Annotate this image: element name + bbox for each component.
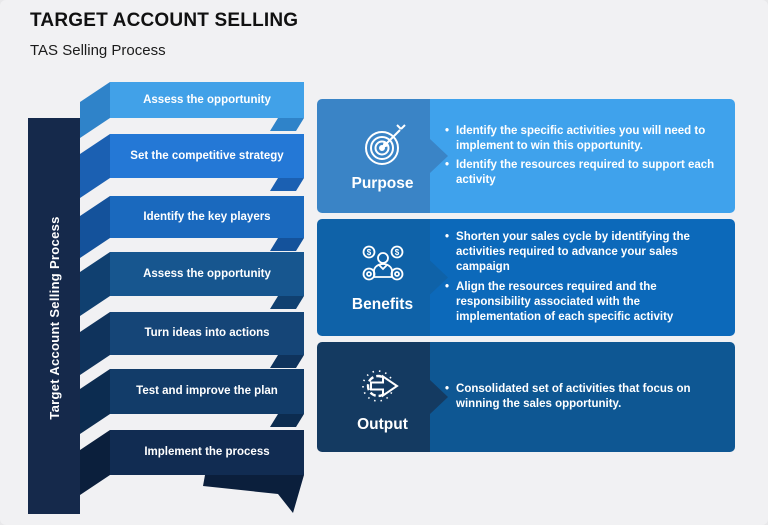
process-step-label: Assess the opportunity [143,93,271,106]
step-band [110,82,304,118]
bullet-text: Align the resources required and the res… [456,280,674,323]
step-left-fold [80,252,110,316]
bullet-text: Identify the specific activities you wil… [456,124,706,152]
step-band [110,196,304,238]
salesman-money-icon: $ $ [357,241,409,291]
svg-text:$: $ [394,248,399,257]
step-band [110,134,304,178]
step-right-fold [270,414,304,427]
process-step-label: Identify the key players [143,210,271,223]
step-right-fold [270,296,304,309]
bullet-item: Identify the resources required to suppo… [445,158,715,188]
bullet-item: Identify the specific activities you wil… [445,124,715,154]
bullet-item: Shorten your sales cycle by identifying … [445,230,715,276]
benefits-panel: Shorten your sales cycle by identifying … [317,219,735,336]
bullet-item: Consolidated set of activities that focu… [445,382,715,412]
step-tail [203,475,304,513]
bullet-text: Shorten your sales cycle by identifying … [456,230,690,274]
step-band [110,430,304,475]
step-right-fold [270,178,304,191]
gear-arrow-icon [357,361,409,411]
svg-text:$: $ [366,248,371,257]
step-left-fold [80,134,110,198]
step-right-fold [270,238,304,251]
step-band [110,252,304,296]
process-step-label: Turn ideas into actions [144,327,270,340]
benefits-label: Benefits [351,296,414,313]
bullet-text: Consolidated set of activities that focu… [456,382,691,410]
step-right-fold [270,118,304,131]
bullet-text: Identify the resources required to suppo… [456,159,715,187]
step-right-fold [270,355,304,368]
target-icon [357,120,409,170]
output-label-block: Output [317,342,448,452]
process-step-label: Implement the process [144,446,270,459]
step-left-fold [80,312,110,375]
output-panel: Consolidated set of activities that focu… [317,342,735,452]
step-left-fold [80,369,110,434]
purpose-panel: Identify the specific activities you wil… [317,99,735,213]
page-subtitle: TAS Selling Process [30,42,166,59]
process-step-label: Set the competitive strategy [130,149,284,162]
benefits-label-block: $ $ Benefits [317,219,448,336]
step-left-fold [80,196,110,258]
purpose-label-block: Purpose [317,99,448,213]
step-left-fold [80,430,110,495]
process-step-label: Assess the opportunity [143,267,271,280]
step-band [110,369,304,414]
step-band [110,312,304,355]
purpose-label: Purpose [351,174,414,192]
bullet-item: Align the resources required and the res… [445,280,715,326]
process-step-label: Test and improve the plan [136,385,278,398]
output-label: Output [357,415,408,433]
process-vertical-bar [28,118,80,514]
page-title: TARGET ACCOUNT SELLING [30,10,299,31]
step-left-fold [80,82,110,138]
